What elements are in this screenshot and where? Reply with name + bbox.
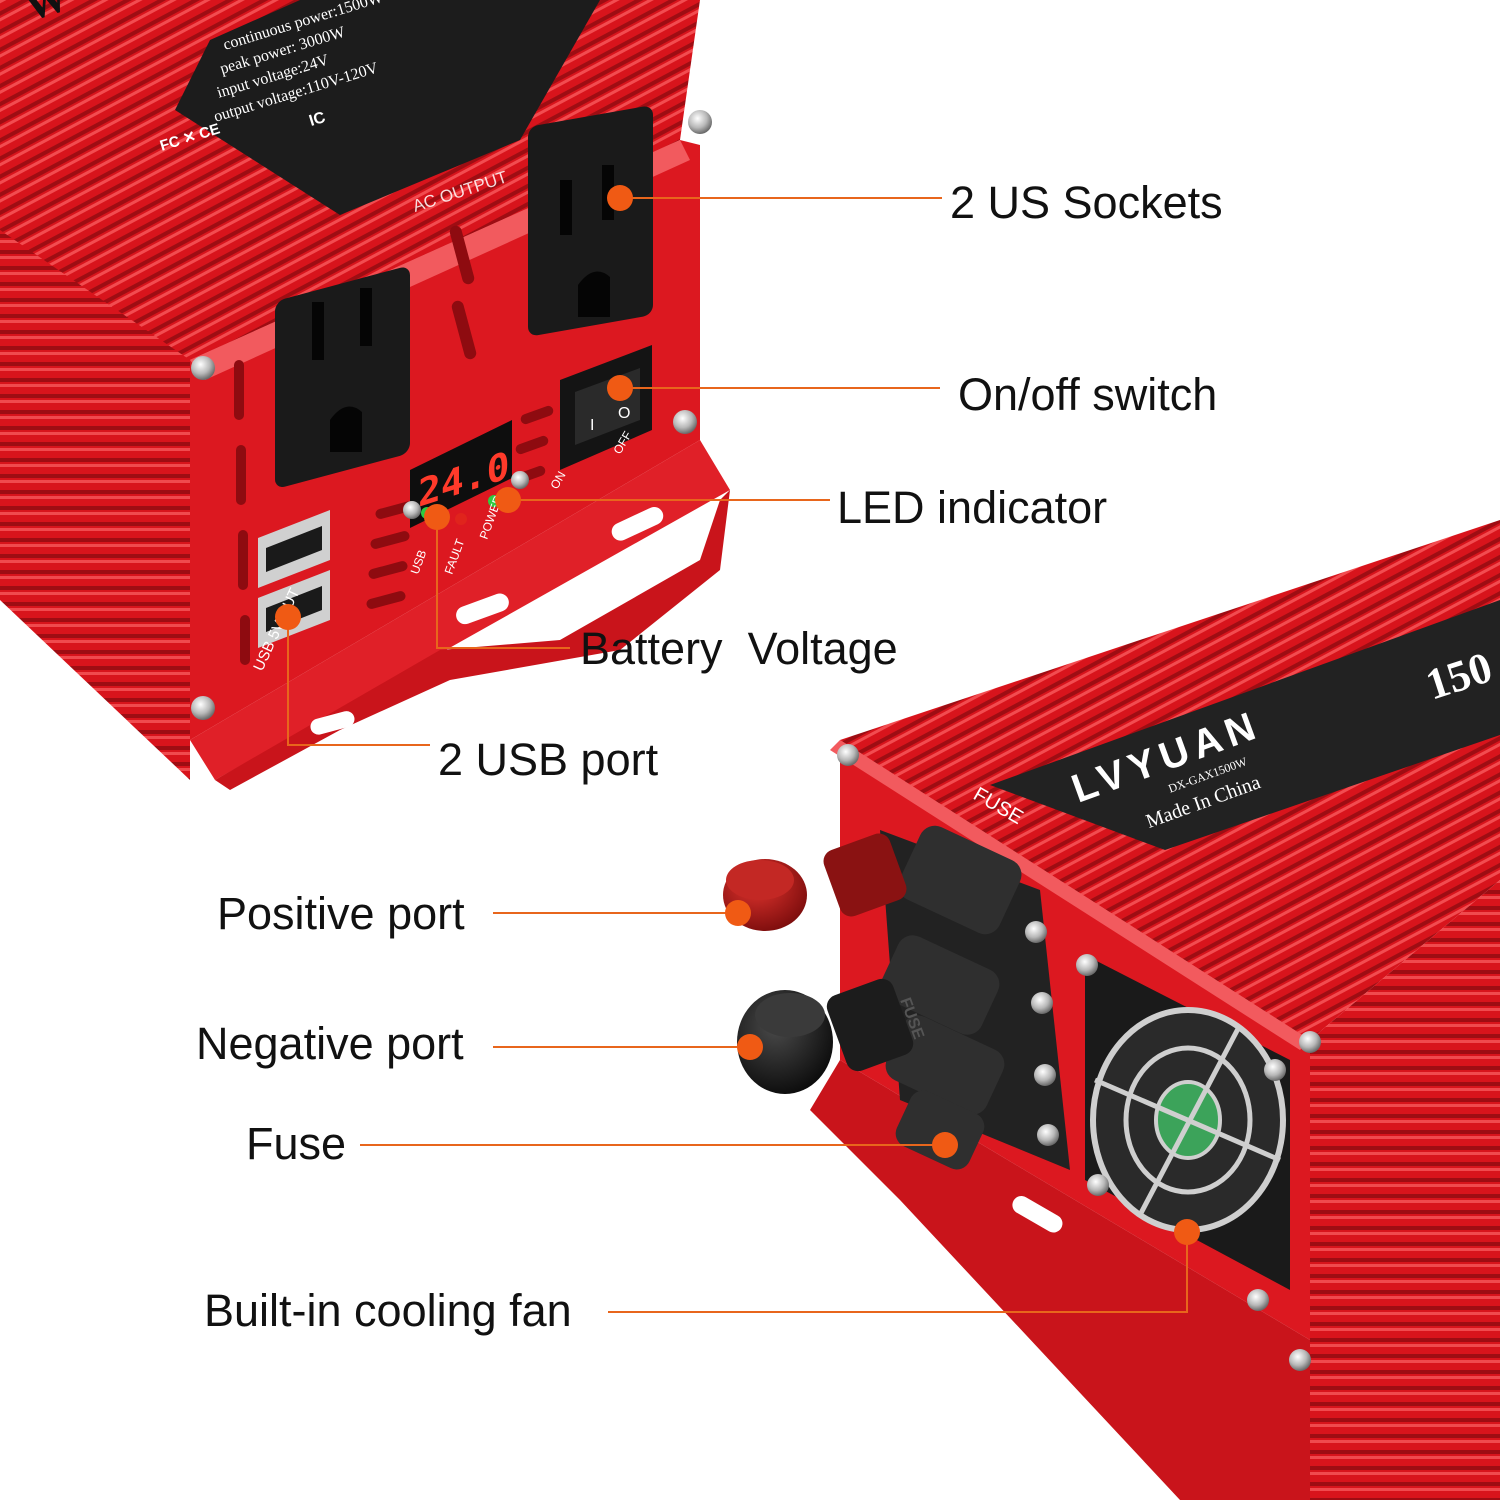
dot-positive xyxy=(725,900,751,926)
leader-battery xyxy=(436,517,570,649)
callout-battery: Battery Voltage xyxy=(580,623,898,674)
bracket-slot xyxy=(611,506,664,541)
leader-fan xyxy=(608,1232,1188,1313)
dot-fan xyxy=(1174,1219,1200,1245)
brand-label-plate xyxy=(990,600,1500,850)
switch-mark-on: I xyxy=(590,417,594,434)
fault-led xyxy=(455,513,467,525)
dot-negative xyxy=(737,1034,763,1060)
ic-mark: IC xyxy=(307,109,328,130)
bracket-slot xyxy=(456,593,509,625)
ac-socket-left[interactable] xyxy=(275,265,410,489)
rear-screws xyxy=(837,744,1321,1371)
dot-fuse xyxy=(932,1132,958,1158)
cooling-fan xyxy=(1076,954,1290,1311)
dot-sockets xyxy=(607,185,633,211)
switch-mark-off: O xyxy=(618,405,630,422)
screws xyxy=(191,110,712,720)
callout-switch: On/off switch xyxy=(958,369,1218,420)
callout-negative: Negative port xyxy=(196,1018,464,1069)
callout-dots xyxy=(275,185,1200,1245)
dot-switch xyxy=(607,375,633,401)
callout-fan: Built-in cooling fan xyxy=(204,1285,572,1336)
leader-lines xyxy=(287,197,1188,1313)
callout-sockets: 2 US Sockets xyxy=(950,177,1223,228)
callout-positive: Positive port xyxy=(217,888,465,939)
fuse-holders: FUSE xyxy=(880,825,1070,1170)
inverter-front-unit: continuous power:1500W peak power: 3000W… xyxy=(0,0,730,790)
callout-fuse: Fuse xyxy=(246,1118,347,1169)
bracket-slot xyxy=(310,711,355,735)
dot-battery xyxy=(424,504,450,530)
inverter-rear-unit: LVYUAN DX-GAX1500W Made In China 150 FUS… xyxy=(723,520,1500,1500)
spec-label-plate xyxy=(175,0,600,215)
leader-usb xyxy=(287,617,430,746)
ac-socket-right[interactable] xyxy=(528,105,653,337)
vent-slots xyxy=(234,225,554,665)
rear-mounting-bracket xyxy=(810,1060,1310,1500)
bracket-slot xyxy=(1012,1196,1063,1233)
dot-usb xyxy=(275,604,301,630)
callout-led: LED indicator xyxy=(837,482,1108,533)
negative-terminal[interactable] xyxy=(737,975,917,1094)
callout-usb: 2 USB port xyxy=(438,734,659,785)
dot-led xyxy=(495,487,521,513)
